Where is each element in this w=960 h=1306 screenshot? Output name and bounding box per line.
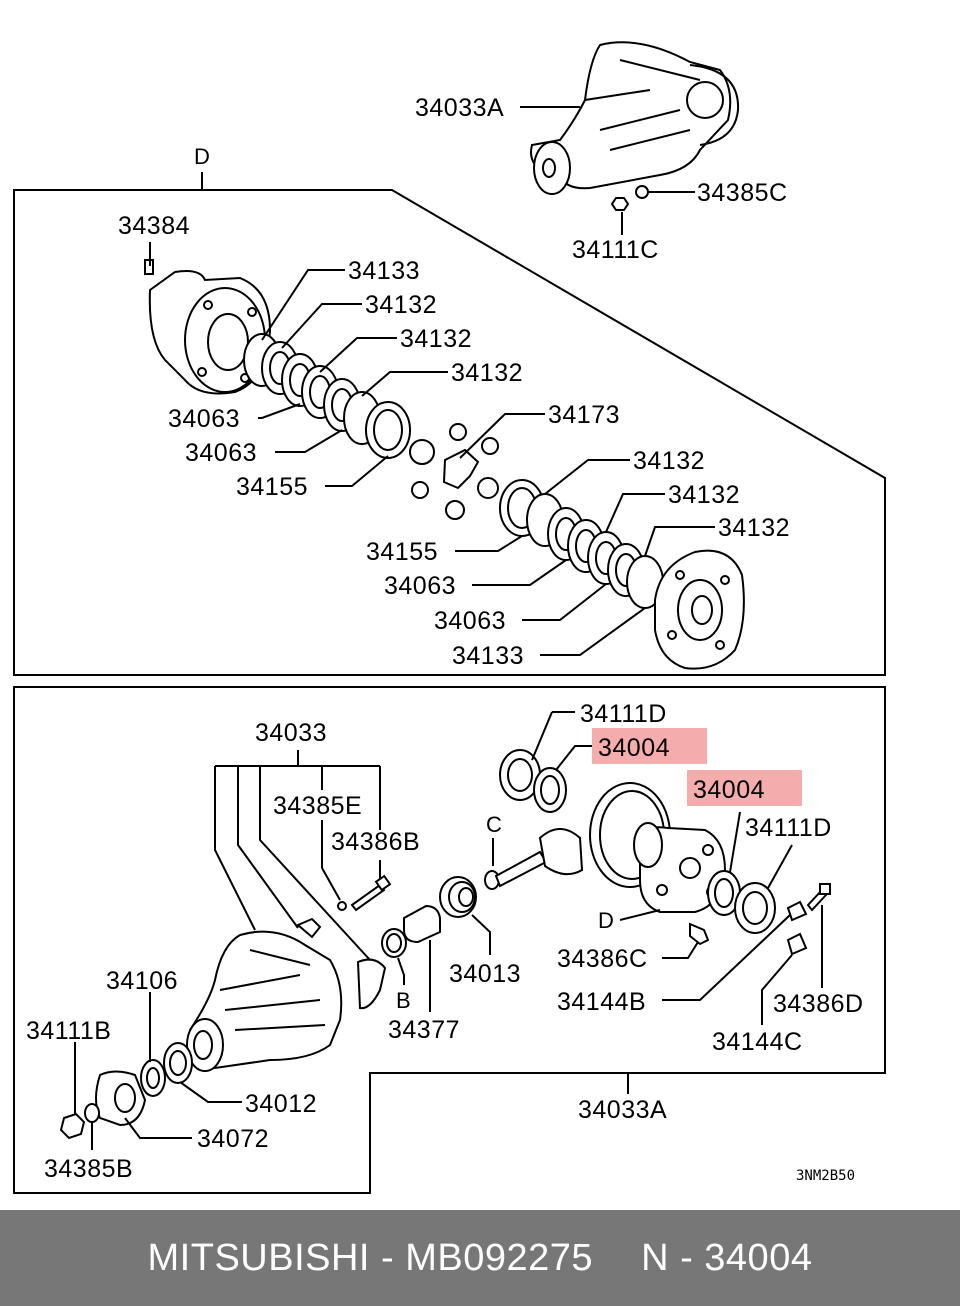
footer-bar: MITSUBISHI - MB092275 N - 34004: [0, 1210, 960, 1306]
label-marker-d: D: [598, 908, 614, 933]
label-34155-a: 34155: [236, 473, 308, 501]
label-34106: 34106: [106, 967, 178, 995]
label-34133-b: 34133: [452, 642, 524, 670]
label-34132-b: 34132: [400, 325, 472, 353]
label-34132-e: 34132: [668, 481, 740, 509]
label-34033a-top: 34033A: [415, 94, 504, 122]
footer-ref: N - 34004: [641, 1236, 813, 1279]
label-34111d-b: 34111D: [745, 814, 832, 842]
drive-pinion: [484, 828, 584, 890]
label-34013: 34013: [449, 960, 521, 988]
label-34385b: 34385B: [44, 1155, 133, 1183]
bearing-34004-left: [533, 767, 567, 813]
label-34386c: 34386C: [557, 945, 648, 973]
label-34386d: 34386D: [773, 990, 864, 1018]
carrier-housing-top: [530, 41, 740, 195]
bracket-34144b: [786, 900, 808, 922]
clutch-pack-right: [499, 479, 664, 609]
label-view-d: D: [194, 144, 210, 169]
highlight-34004-b: [687, 770, 802, 806]
footer-brand-part: MITSUBISHI - MB092275: [147, 1236, 594, 1279]
label-34004-a: 34004: [598, 734, 670, 762]
bolt-34386b: [350, 874, 392, 912]
highlight-34004-a: [592, 728, 707, 764]
label-34111b: 34111B: [26, 1017, 111, 1045]
label-34385c: 34385C: [697, 179, 788, 207]
label-34144c: 34144C: [712, 1028, 803, 1056]
label-34144b: 34144B: [557, 988, 646, 1016]
bolt-34386d: [806, 883, 831, 912]
label-34132-c: 34132: [451, 359, 523, 387]
label-34033: 34033: [255, 719, 327, 747]
lower-panel-border: [13, 686, 886, 1194]
pinion-gear-set: [409, 423, 499, 520]
front-bearing-group: [381, 876, 477, 958]
label-34111c: 34111C: [572, 236, 659, 264]
label-34386b: 34386B: [331, 828, 420, 856]
label-34377: 34377: [388, 1016, 460, 1044]
label-34111d-a: 34111D: [580, 700, 667, 728]
label-34133-a: 34133: [348, 257, 420, 285]
clutch-pack-left: [243, 333, 411, 459]
bearing-34004-right: [707, 870, 741, 916]
label-34132-f: 34132: [718, 514, 790, 542]
nut-washer-top: [610, 185, 649, 211]
label-34132-a: 34132: [365, 291, 437, 319]
label-34004-b: 34004: [693, 776, 765, 804]
label-34063-c: 34063: [384, 572, 456, 600]
label-34173: 34173: [548, 401, 620, 429]
label-34072: 34072: [197, 1125, 269, 1153]
label-34155-b: 34155: [366, 538, 438, 566]
label-34384: 34384: [118, 212, 190, 240]
upper-panel-border: [13, 189, 886, 676]
bolt-34386c: [689, 922, 710, 946]
label-34063-d: 34063: [434, 607, 506, 635]
case-half-right: [654, 549, 745, 670]
label-marker-c: C: [486, 812, 502, 837]
label-34385e: 34385E: [273, 792, 362, 820]
label-34063-b: 34063: [185, 439, 257, 467]
drawing-code: 3NM2B50: [796, 1168, 855, 1184]
parts-diagram: 34033A 34385C 34111C D: [13, 41, 886, 1194]
carrier-housing: [186, 901, 387, 1072]
bracket-34144c: [786, 932, 808, 956]
seal-flange-group: [59, 1042, 193, 1140]
label-34132-d: 34132: [633, 447, 705, 475]
label-34012: 34012: [245, 1090, 317, 1118]
ring-gear-diff: [589, 782, 727, 913]
bearing-34111d-right: [734, 882, 776, 934]
label-34033a-bottom: 34033A: [578, 1096, 667, 1124]
label-marker-b: B: [396, 988, 411, 1013]
label-34063-a: 34063: [168, 405, 240, 433]
